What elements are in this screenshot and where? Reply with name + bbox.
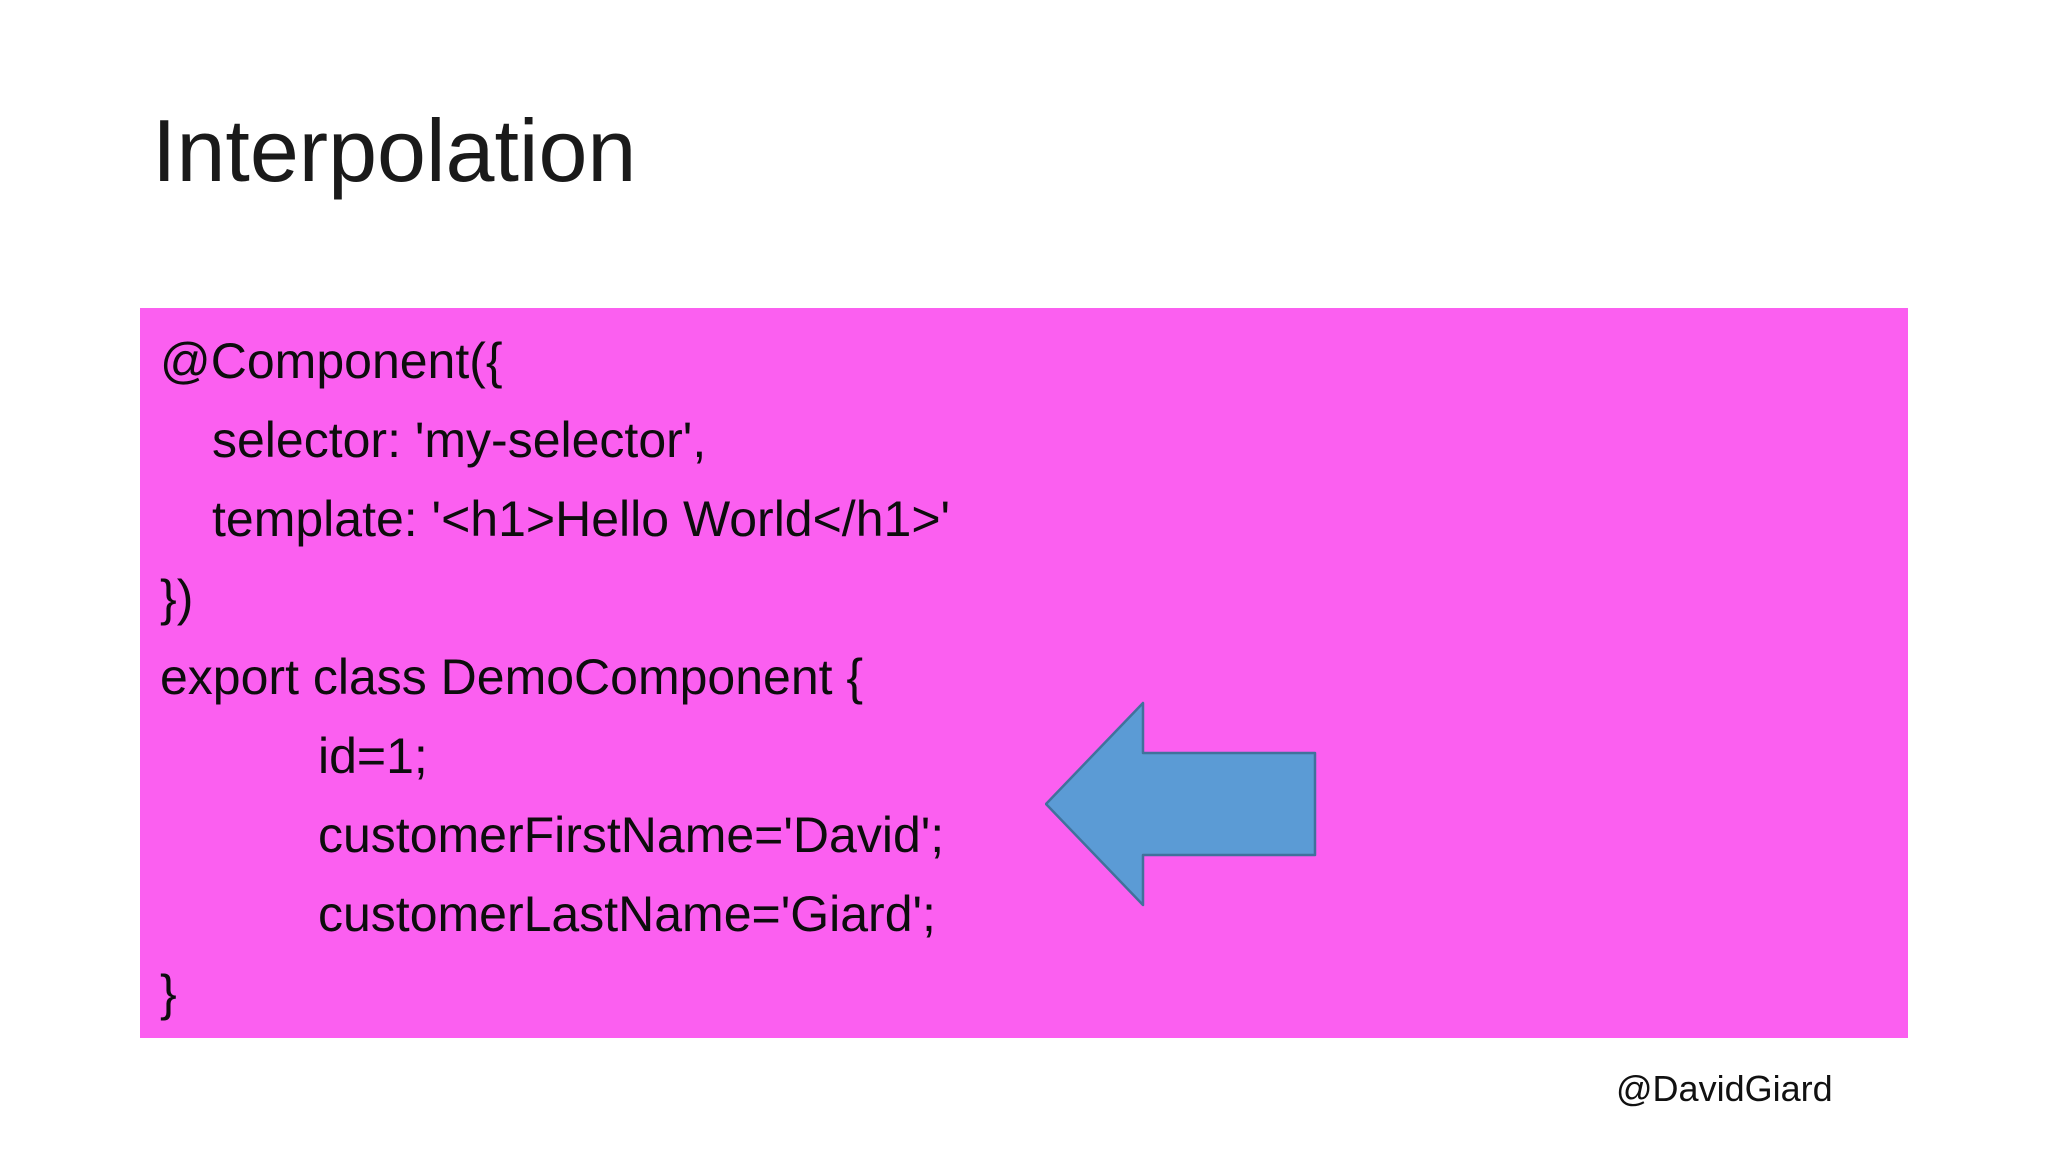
left-arrow-icon xyxy=(1044,701,1317,907)
left-arrow-shape xyxy=(1044,701,1317,907)
code-line: export class DemoComponent { xyxy=(160,649,864,705)
code-line: customerLastName='Giard'; xyxy=(318,886,936,942)
code-line: template: '<h1>Hello World</h1>' xyxy=(212,491,951,547)
code-line: selector: 'my-selector', xyxy=(212,412,707,468)
slide-title: Interpolation xyxy=(152,101,637,200)
code-block: @Component({ selector: 'my-selector', temp… xyxy=(140,308,1908,1038)
code-line: } xyxy=(160,965,177,1021)
code-line: customerFirstName='David'; xyxy=(318,807,945,863)
code-line: @Component({ xyxy=(160,333,503,389)
code-line: }) xyxy=(160,570,194,626)
author-handle: @DavidGiard xyxy=(1616,1068,1833,1109)
code-line: id=1; xyxy=(318,728,428,784)
